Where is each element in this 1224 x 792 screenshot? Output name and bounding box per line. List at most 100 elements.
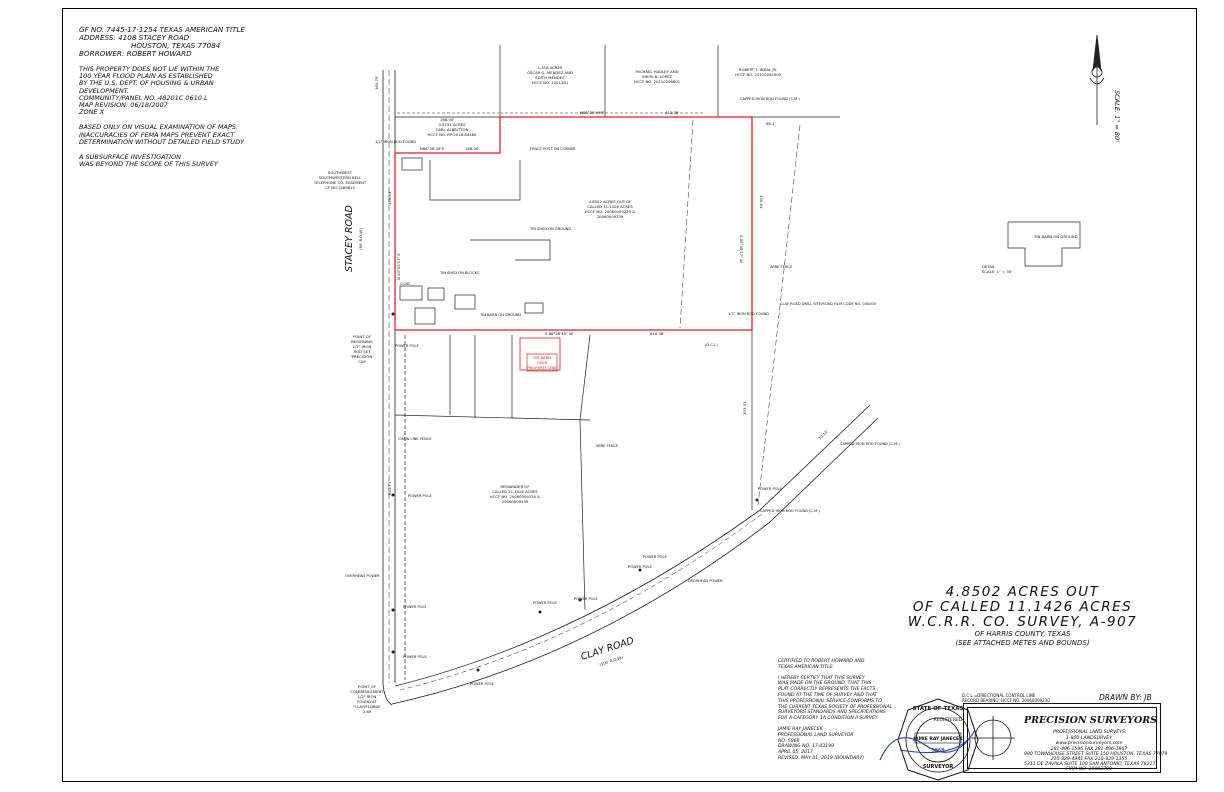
firm-address-sa: 5311 DE ZAVALA SUITE 100 SAN ANTONIO, TE… (1024, 762, 1156, 767)
firm-subtitle: PROFESSIONAL LAND SURVEYS (1053, 730, 1125, 735)
dim-right-dist: 330.61' (759, 195, 764, 209)
north-arrow-icon (1089, 34, 1105, 125)
north-adjoiner-lines (395, 45, 840, 118)
note-line: WAS BEYOND THE SCOPE OF THIS SURVEY (79, 160, 218, 169)
boundary-dimensions: 168.00' N88°28'49"E 412.38' N88°28'49"E … (374, 76, 829, 495)
note-line: A SUBSURFACE INVESTIGATION (79, 153, 181, 162)
tin-barn-ground-label: TIN BARN ON GROUND (479, 313, 521, 317)
tract-label-line: CARL ALBRITTON (436, 127, 469, 132)
pob-line: 1/2" IRON (353, 344, 372, 349)
easement-line: CF NO. J289615 (325, 185, 355, 190)
poc-line: 1/2" IRON (358, 694, 377, 699)
cert-line: APRIL 05, 2017 (778, 750, 813, 756)
fema-note: BASED ONLY ON VISUAL EXAMINATION OF MAPS… (79, 124, 279, 146)
dim-lower-left: 681.71' (387, 481, 392, 495)
firm-number: FIRM NO. 10083700 (1066, 767, 1112, 772)
note-line: COMMUNITY/PANEL NO. 48201C 0610 L (79, 93, 208, 102)
firm-phone-sa: 210-829-4941 FAX 210-829-1355 (1050, 757, 1128, 762)
seal-registered: REGISTERED (934, 717, 963, 723)
adjoiner-labels: 1.316 ACRES OSCAR G. MENDEZ AND EDITH ME… (527, 65, 782, 85)
scale-text: SCALE: 1" = 80' (1113, 90, 1121, 142)
note-line: DETERMINATION WITHOUT DETAILED FIELD STU… (79, 137, 245, 146)
remainder-tract-lines (394, 119, 801, 680)
drawing-border (62, 8, 1197, 782)
detail-label: TIN BARN ON GROUND (1033, 234, 1078, 239)
cert-line: THE CURRENT TEXAS SOCIETY OF PROFESSIONA… (778, 704, 893, 710)
power-pole-label: POWER POLE (643, 555, 667, 559)
certification-block: CERTIFIED TO ROBERT HOWARD AND TEXAS AME… (778, 659, 908, 767)
dim-lower-right: 301.31' (742, 401, 747, 415)
pob-line: ROD SET (354, 349, 372, 354)
note-line: GF NO. 7445-17-1254 TEXAS AMERICAN TITLE (79, 25, 245, 34)
pob-line: POINT OF (353, 334, 371, 339)
pob-line: "PRECISION" (350, 354, 374, 359)
cert-line: I HEREBY CERTIFY THAT THIS SURVEY (778, 675, 865, 681)
adjoiner-line: ROBERT T. INDAL JR. (739, 67, 777, 72)
survey-notes: GF NO. 7445-17-1254 TEXAS AMERICAN TITLE… (79, 26, 279, 176)
easement-line: TELEPHONE CO. EASEMENT (313, 180, 367, 185)
control-note-line: RECORD BEARING: HCCF NO. 20060009230 (962, 698, 1050, 703)
seal-top-text: STATE OF TEXAS (913, 706, 964, 712)
power-poles (391, 312, 759, 672)
dim-west-dist: 329.69' (387, 191, 392, 205)
cert-line: JAMIE RAY JANECEK (778, 726, 823, 732)
remainder-tract-label: REMAINDER OF CALLED 11.1426 ACRES HCCF N… (490, 484, 540, 504)
power-pole-label: POWER POLE (408, 494, 432, 498)
tin-shed-label: TIN SHED ON GROUND (529, 227, 571, 231)
firm-inner-border (967, 707, 1157, 769)
callout-line: OVER (537, 360, 548, 365)
firm-phone-houston: 281-496-1586 FAX 281-496-1867 (1050, 747, 1128, 752)
note-line: THIS PROPERTY DOES NOT LIE WITHIN THE (79, 65, 220, 73)
power-pole-label: POWER POLE (403, 605, 427, 609)
adjoiner-line: HCCF NO. 20110294500 (735, 72, 782, 77)
tin-shed-blocks-label: TIN SHED ON BLOCKS (439, 271, 480, 275)
dim-clay-ne: 70.15' (817, 429, 829, 441)
cert-line: NO. 5868 (778, 738, 800, 744)
tract-label-line: HCCF NO. RP-2016-84480 (428, 132, 478, 137)
adjoiner-line: MICHAEL HADLEY AND (636, 69, 679, 74)
dcl-label: (D.C.L.) (705, 343, 719, 347)
clay-easement-label: CLAY ROAD DRILL SITE/ROAD FILM CODE NO. … (780, 302, 877, 306)
cert-line: PLAT CORRECTLY REPRESENTS THE FACTS (778, 687, 876, 693)
certified-to: CERTIFIED TO ROBERT HOWARD AND TEXAS AME… (778, 659, 908, 671)
firm-title-block: PRECISION SURVEYORS PROFESSIONAL LAND SU… (963, 703, 1167, 773)
tract-label-line: CALLED 11.1426 ACRES (492, 489, 538, 494)
point-of-beginning-label: POINT OF BEGINNING 1/2" IRON ROD SET "PR… (350, 334, 374, 364)
pob-line: CAP (358, 359, 366, 364)
title-line-5: (SEE ATTACHED METES AND BOUNDS) (955, 639, 1090, 647)
tract-label-line: CALLED 11.1426 ACRES (587, 204, 633, 209)
tract-label-line: HCCF NO. 20060009230 & (585, 209, 635, 214)
detail-inset (1007, 221, 1081, 267)
subsurface-note: A SUBSURFACE INVESTIGATION WAS BEYOND TH… (79, 153, 279, 169)
tract-label-line: 0.5151 ACRES (438, 122, 466, 127)
chain-link-label: CHAIN LINK FENCE (398, 437, 432, 441)
poc-line: FOUND AT (357, 699, 377, 704)
poc-line: 2.80 (363, 709, 372, 714)
certification-statement: I HEREBY CERTIFY THAT THIS SURVEY WAS MA… (778, 676, 908, 722)
dim-north-seg: 168.00' (465, 146, 479, 151)
detail-title: DETAIL (982, 264, 996, 269)
adjoiner-line: OSCAR G. MENDEZ AND (527, 70, 573, 75)
tract-label-line: HCCF NO. 20060009230 & (490, 494, 540, 499)
note-line: BASED ONLY ON VISUAL EXAMINATION OF MAPS… (79, 123, 239, 132)
stacey-road-row: (80' R.O.W.) (358, 227, 363, 250)
control-note-line: D.C.L.=DIRECTIONAL CONTROL LINE (962, 693, 1036, 698)
tin-barn-callout: TIN BARN OVER PROPERTY LINE (526, 353, 558, 372)
adjoiner-line: HCCF NO. 1501281 (532, 80, 569, 85)
firm-name: PRECISION SURVEYORS (1024, 715, 1157, 726)
cert-line: WAS MADE ON THE GROUND, THAT THIS (778, 681, 872, 687)
power-pole-label: POWER POLE (758, 487, 782, 491)
overhead-power-label: OVERHEAD POWER (345, 574, 380, 578)
dim-west-bearing: N 00°35'17" E (396, 253, 401, 280)
note-line: BORROWER: ROBERT HOWARD (79, 49, 192, 58)
small-tract-label: 0.5151 ACRES CARL ALBRITTON HCCF NO. RP-… (428, 122, 478, 137)
main-tract-boundary (394, 116, 753, 371)
half-iron-label: 1/2" IRON ROD FOUND (375, 140, 416, 144)
poc-line: POINT OF (358, 684, 376, 689)
cert-line: THIS PROFESSIONAL SERVICE CONFORMS TO (778, 698, 882, 704)
note-line: DEVELOPMENT. (79, 86, 129, 95)
wire-fence-label: WIRE FENCE (596, 444, 619, 448)
tract-label-line: 4.8502 ACRES OUT OF (589, 199, 632, 204)
dim-top-west: 168.00' (440, 117, 454, 122)
